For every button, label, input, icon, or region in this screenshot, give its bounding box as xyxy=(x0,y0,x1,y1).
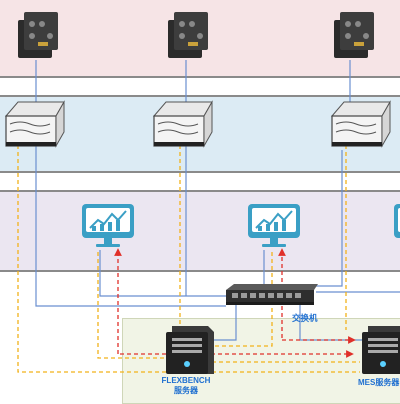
controller-box-icon xyxy=(18,12,58,58)
server-tower-icon xyxy=(362,326,400,374)
flexbench-label-line2: 服务器 xyxy=(174,386,198,395)
monitor-chart-icon xyxy=(82,204,134,247)
data-flow-yellow xyxy=(17,145,360,373)
switch-label: 交换机 xyxy=(292,313,318,323)
monitor-chart-icon xyxy=(248,204,300,247)
controller-box-icon xyxy=(334,12,374,58)
test-rack-icon xyxy=(4,100,65,148)
flexbench-label-line1: FLEXBENCH xyxy=(161,376,211,385)
test-rack-icon xyxy=(330,100,391,148)
network-switch-icon xyxy=(226,284,318,305)
flexbench-server-label: FLEXBENCH 服务器 xyxy=(148,376,224,396)
monitor-layer-band xyxy=(0,190,400,272)
controller-box-icon xyxy=(168,12,208,58)
monitor-chart-icon xyxy=(394,204,400,238)
test-rack-icon xyxy=(152,100,213,148)
server-tower-icon xyxy=(166,326,214,374)
mes-server-label: MES服务器 xyxy=(358,378,400,387)
